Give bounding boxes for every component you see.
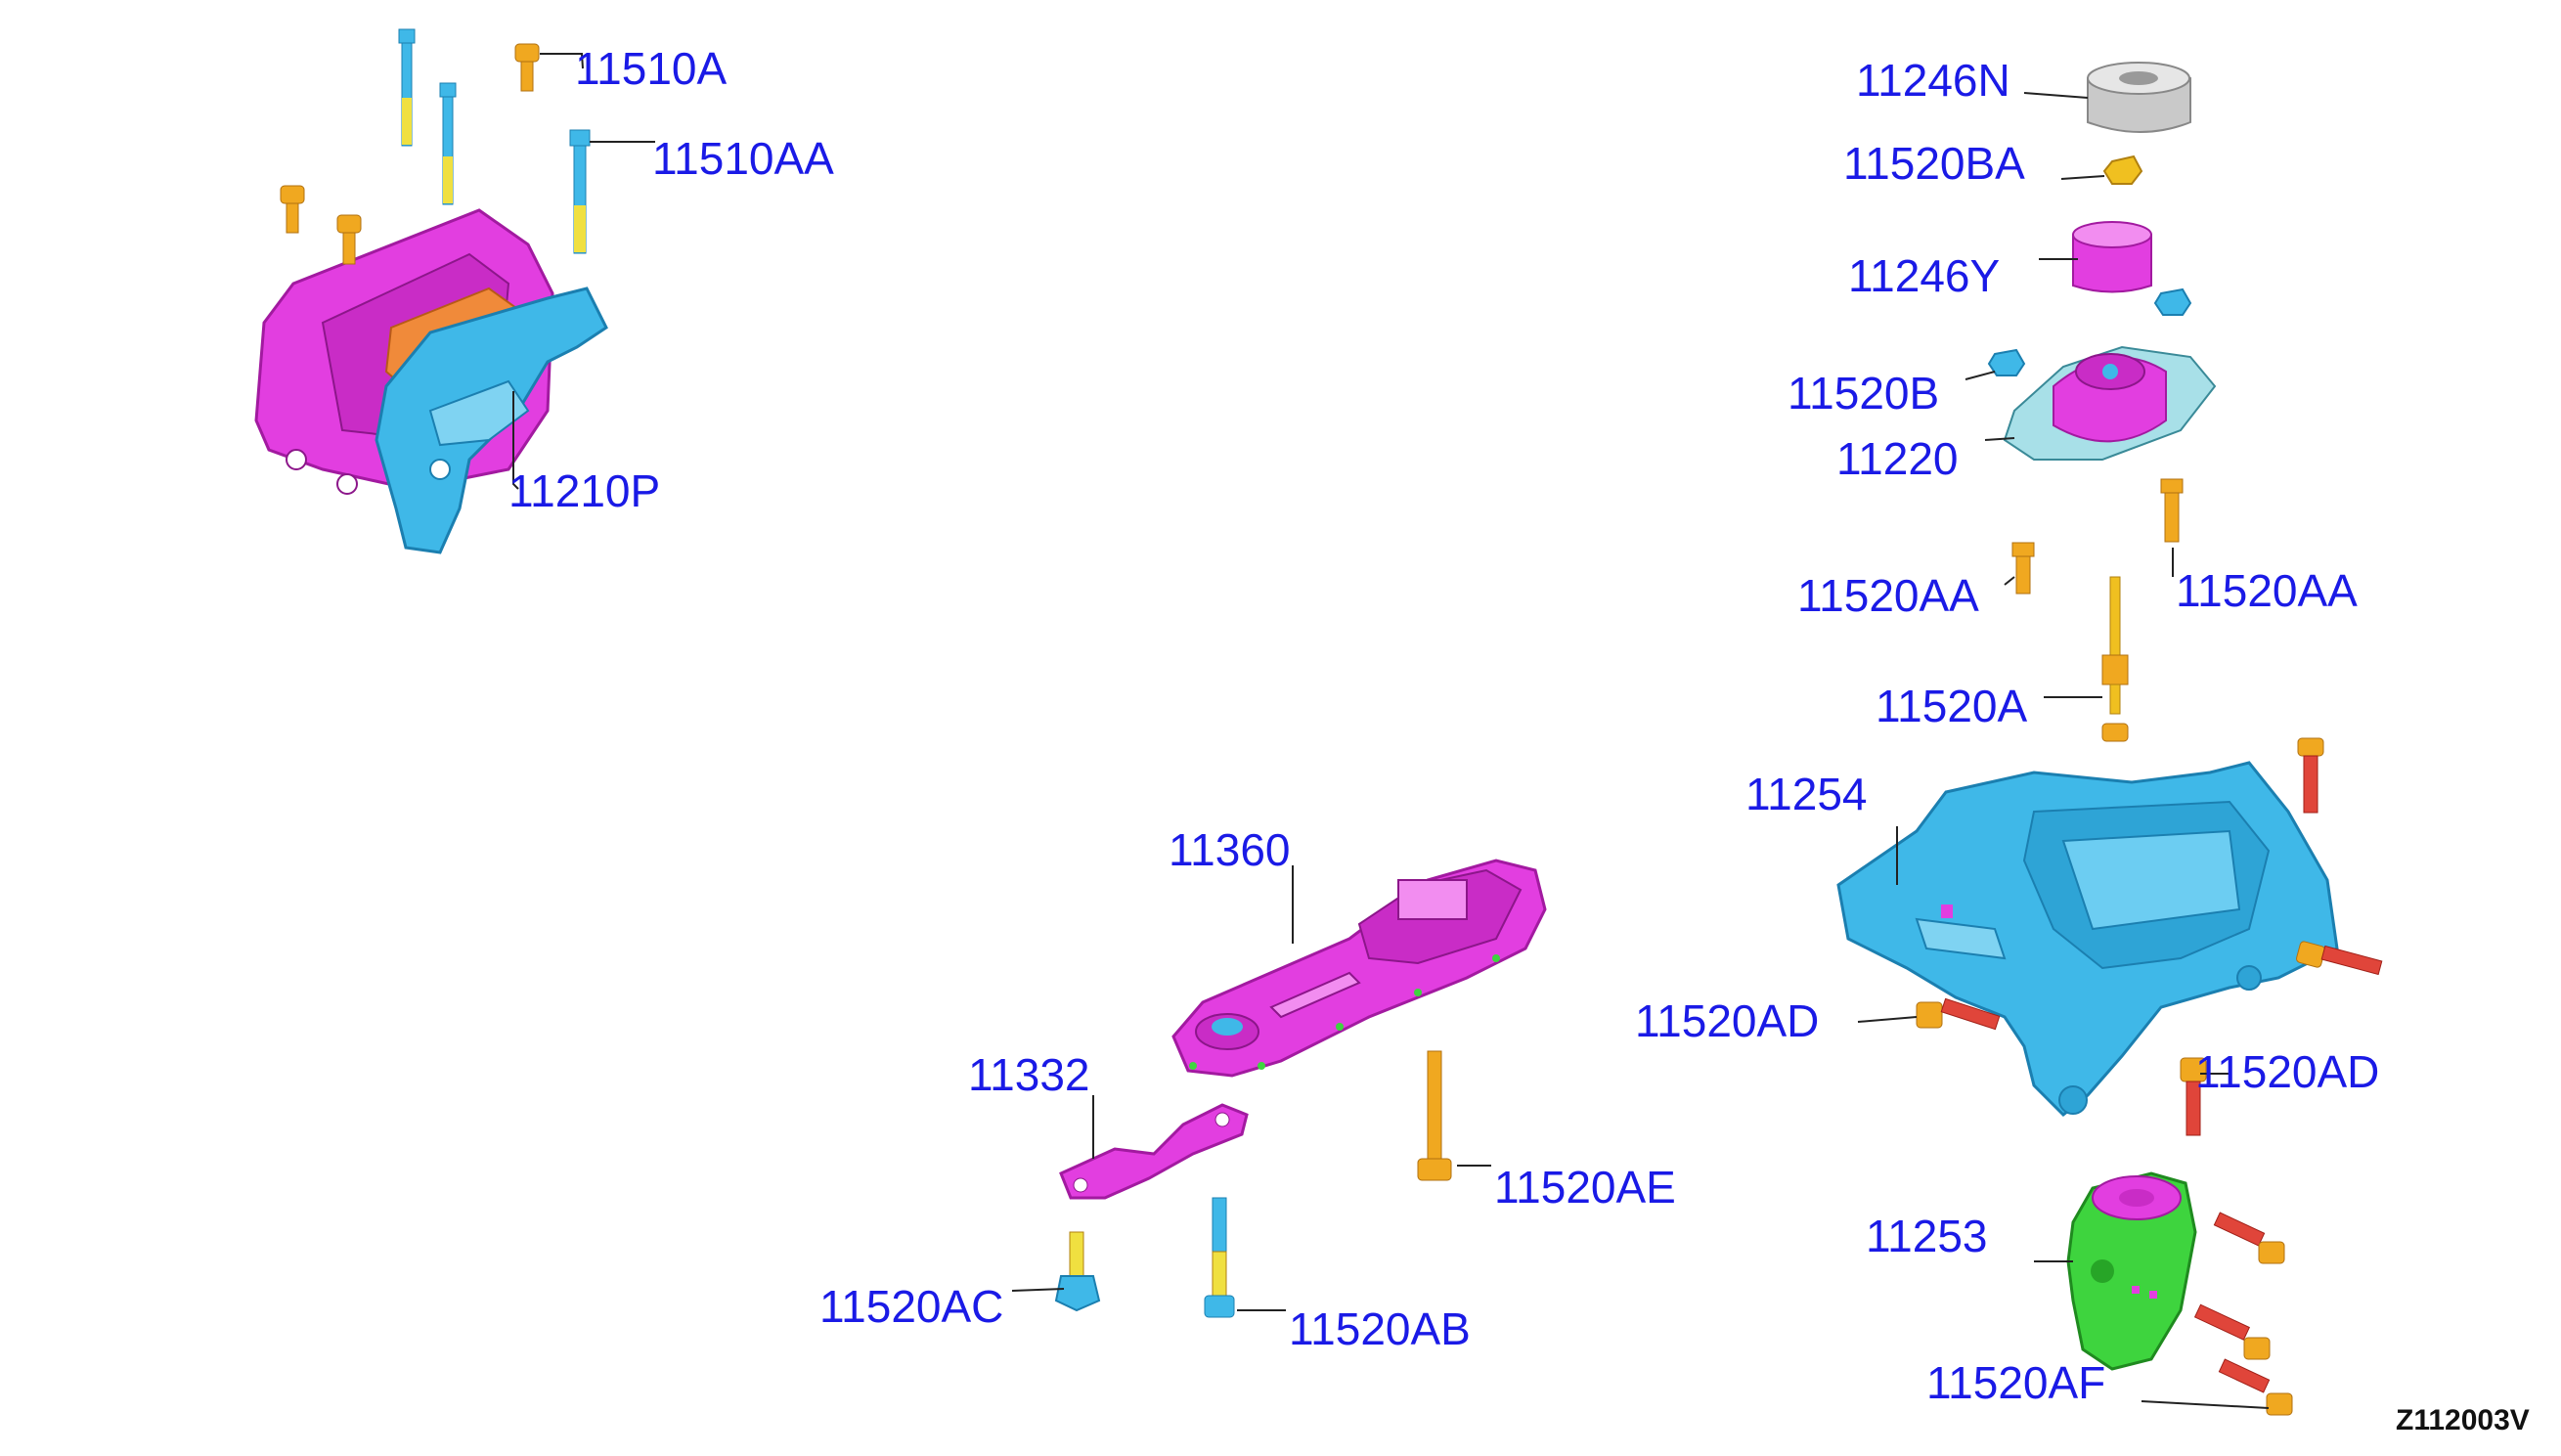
label-11360: 11360 xyxy=(1169,824,1291,875)
label-11210P: 11210P xyxy=(508,465,660,516)
bolt-11520AC xyxy=(1054,1231,1101,1312)
leader-lines-topright xyxy=(1965,92,2174,698)
label-11520AD-left: 11520AD xyxy=(1635,995,1819,1046)
bolt-11520AB xyxy=(1204,1197,1235,1318)
label-11510A: 11510A xyxy=(575,43,728,94)
label-11220: 11220 xyxy=(1836,433,1959,484)
leader-lines-center xyxy=(1011,865,1491,1311)
leader-lines-topleft xyxy=(512,53,655,490)
crossmember-11254 xyxy=(1836,761,2339,1118)
label-11253: 11253 xyxy=(1866,1211,1988,1261)
engine-mount-11210P xyxy=(254,208,608,554)
bolt-11520AA-pair xyxy=(2011,478,2184,595)
mount-11220 xyxy=(2003,345,2217,461)
label-11520AA-right: 11520AA xyxy=(2176,565,2358,616)
label-11520AE: 11520AE xyxy=(1494,1162,1676,1213)
label-11520A: 11520A xyxy=(1876,681,2028,731)
plate-11332 xyxy=(1059,1103,1249,1200)
label-11520AC: 11520AC xyxy=(819,1281,1003,1332)
stud-11520A xyxy=(2101,576,2129,742)
red-bolts-11520AF xyxy=(2193,1212,2293,1416)
label-11332: 11332 xyxy=(968,1049,1090,1100)
label-11254: 11254 xyxy=(1745,769,1868,819)
torque-rod-11360 xyxy=(1171,859,1547,1078)
bushing-11246N xyxy=(2087,62,2191,133)
leader-lines-11253 xyxy=(2034,1260,2270,1409)
bolt-11520AE xyxy=(1417,1050,1452,1181)
label-11246N: 11246N xyxy=(1856,55,2010,106)
bushing-11246Y xyxy=(2072,221,2152,293)
nut-11520BA xyxy=(2102,154,2143,185)
bolt-11510A-group xyxy=(280,28,591,265)
label-11520BA: 11520BA xyxy=(1843,138,2025,189)
label-11520AD-right: 11520AD xyxy=(2195,1046,2379,1097)
label-11510AA: 11510AA xyxy=(652,133,834,184)
nut-11520B-pair xyxy=(1987,287,2192,376)
diagram-id: Z112003V xyxy=(2396,1404,2530,1436)
label-11520AB: 11520AB xyxy=(1289,1303,1471,1354)
label-11520AF: 11520AF xyxy=(1926,1357,2105,1408)
label-11246Y: 11246Y xyxy=(1848,250,2000,301)
red-bolts-11520AD xyxy=(1916,737,2383,1136)
bracket-11253 xyxy=(2066,1171,2197,1371)
label-11520B: 11520B xyxy=(1788,368,1939,419)
label-11520AA-left: 11520AA xyxy=(1797,570,1979,621)
leader-lines-11254 xyxy=(1857,826,2230,1075)
